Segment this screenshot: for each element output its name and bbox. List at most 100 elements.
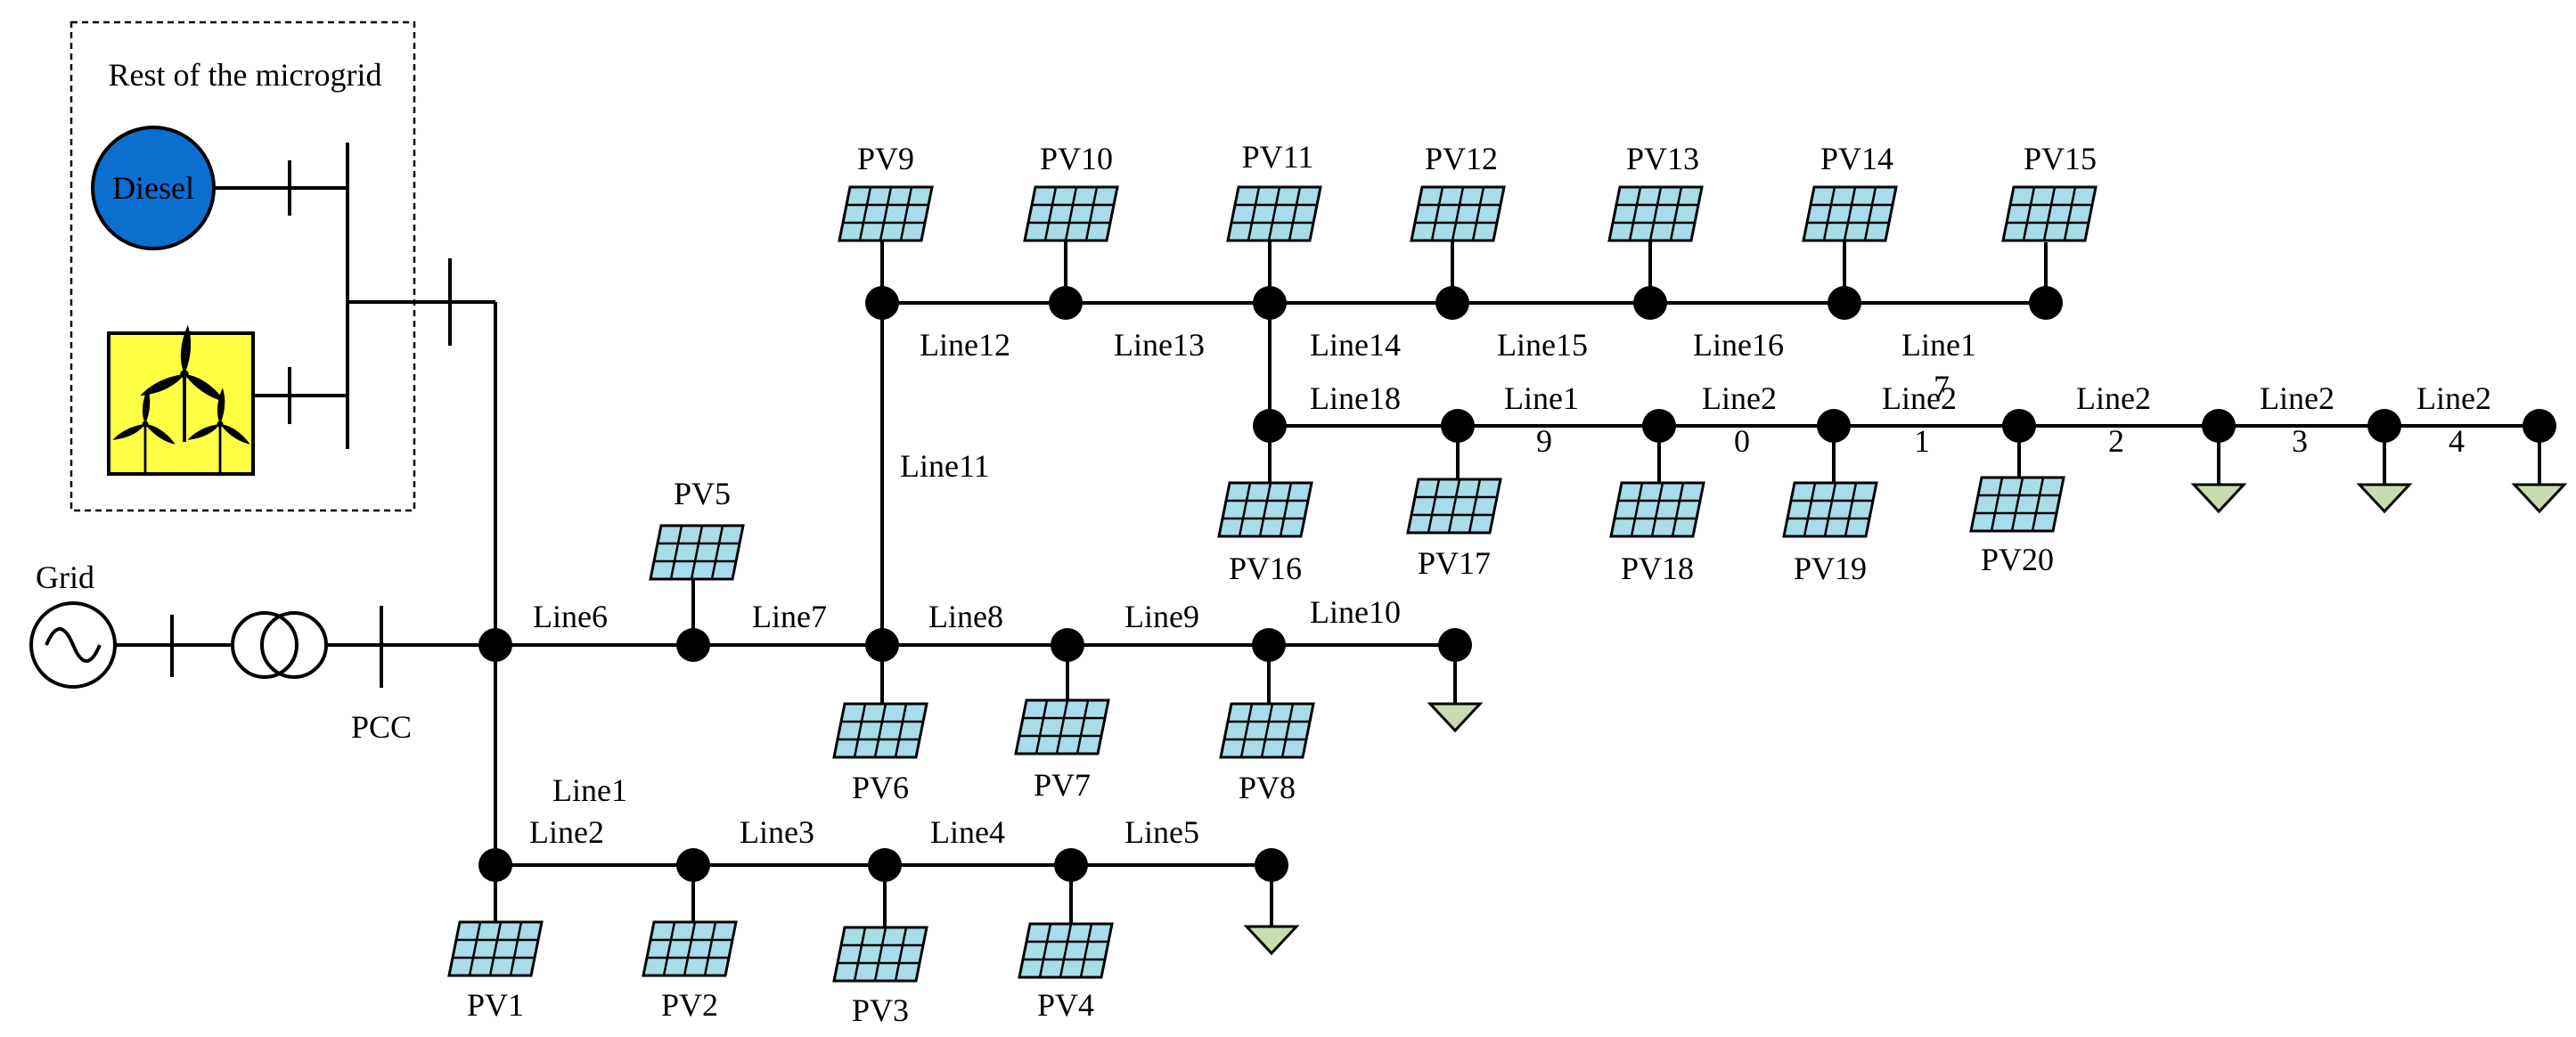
pv-unit-18: PV18 <box>1609 426 1705 586</box>
bus-node <box>1642 409 1676 443</box>
pv-panel-icon <box>1969 476 2065 533</box>
pv-unit-11: PV11 <box>1226 139 1322 303</box>
bus-node <box>1828 286 1861 320</box>
pv-label-5: PV5 <box>674 476 731 511</box>
pv-panel-icon <box>1023 185 1119 242</box>
pv-unit-19: PV19 <box>1782 426 1878 586</box>
bus-node <box>2029 286 2063 320</box>
line-label-18: Line18 <box>1310 380 1401 416</box>
pv-unit-12: PV12 <box>1410 141 1506 303</box>
load-icon <box>2513 483 2566 513</box>
line-label-12: Line12 <box>920 327 1010 363</box>
pv-label-20: PV20 <box>1981 542 2054 577</box>
pv-label-17: PV17 <box>1418 545 1491 581</box>
pv-unit-1: PV1 <box>447 865 544 1023</box>
pv-panel-icon <box>447 920 544 977</box>
bus-node <box>1435 286 1469 320</box>
pv-label-8: PV8 <box>1239 770 1296 805</box>
pv-panel-icon <box>1219 702 1315 759</box>
pv-unit-2: PV2 <box>642 865 738 1023</box>
grid-source: Grid <box>29 559 117 689</box>
line-label-16: Line16 <box>1693 327 1784 363</box>
pcc-label: PCC <box>351 709 412 745</box>
pv-panel-icon <box>642 920 738 977</box>
line-label-19-bot: 9 <box>1536 423 1552 459</box>
wind-generator <box>107 325 348 476</box>
pv-unit-5: PV5 <box>649 476 745 645</box>
pv-label-4: PV4 <box>1037 987 1094 1023</box>
pv-panel-icon <box>1782 481 1878 538</box>
pv-panel-icon <box>2001 185 2098 242</box>
bus-node <box>478 848 512 882</box>
pv-units: PV1 PV2 PV3 PV4 PV5 PV6 <box>447 139 2098 1028</box>
grid-label: Grid <box>36 559 94 595</box>
microgrid-box: Rest of the microgrid <box>70 20 416 512</box>
diesel-label: Diesel <box>112 170 194 206</box>
bus-node <box>1049 286 1083 320</box>
line-label-17-bot: 7 <box>1934 369 1950 404</box>
bus-node <box>2002 409 2036 443</box>
line-label-21-top: Line2 <box>1882 380 1957 416</box>
line-label-21-bot: 1 <box>1914 423 1930 459</box>
line-label-22-top: Line2 <box>2076 380 2151 416</box>
pv-label-16: PV16 <box>1229 551 1302 586</box>
line-label-24-top: Line2 <box>2417 380 2491 416</box>
pv-label-1: PV1 <box>467 987 524 1023</box>
microgrid-box-title: Rest of the microgrid <box>109 57 382 93</box>
line-label-20-top: Line2 <box>1702 380 1777 416</box>
pv-panel-icon <box>1607 185 1704 242</box>
bus-node <box>1438 628 1472 662</box>
bus-node <box>1817 409 1851 443</box>
pv-unit-14: PV14 <box>1802 141 1898 303</box>
pv-panel-icon <box>1018 922 1114 979</box>
pv-unit-17: PV17 <box>1406 426 1502 581</box>
pv-panel-icon <box>649 524 745 581</box>
pv-label-11: PV11 <box>1242 139 1314 175</box>
pv-panel-icon <box>1609 481 1705 538</box>
pv-panel-icon <box>1217 481 1313 538</box>
diesel-generator: Diesel <box>91 126 348 250</box>
bus-node <box>676 848 710 882</box>
bus-node <box>2523 409 2556 443</box>
bus-node <box>676 628 710 662</box>
line-label-9: Line9 <box>1124 599 1199 634</box>
line-label-10: Line10 <box>1310 594 1401 630</box>
bus-node <box>865 628 899 662</box>
pv-panel-icon <box>838 185 934 242</box>
pv-label-3: PV3 <box>852 992 909 1028</box>
pv-label-9: PV9 <box>857 141 914 176</box>
pv-unit-8: PV8 <box>1219 645 1315 805</box>
line-label-2: Line2 <box>529 814 604 850</box>
line-label-23-top: Line2 <box>2260 380 2335 416</box>
line-labels: Line1 Line2 Line3 Line4 Line5 Line6 Line… <box>529 327 2491 850</box>
line-label-20-bot: 0 <box>1734 423 1750 459</box>
line-label-15: Line15 <box>1497 327 1588 363</box>
pv-unit-6: PV6 <box>832 645 928 805</box>
pv-label-7: PV7 <box>1034 767 1091 803</box>
bus-node <box>2367 409 2401 443</box>
pv-unit-10: PV10 <box>1023 141 1119 303</box>
bus-node <box>2202 409 2236 443</box>
line-label-22-bot: 2 <box>2108 423 2124 459</box>
bus-node <box>1633 286 1667 320</box>
pv-unit-4: PV4 <box>1018 865 1114 1023</box>
line-label-23-bot: 3 <box>2292 423 2308 459</box>
line-label-5: Line5 <box>1124 814 1199 850</box>
line-label-24-bot: 4 <box>2449 423 2465 459</box>
pv-panel-icon <box>1406 478 1502 535</box>
pv-unit-3: PV3 <box>832 865 928 1028</box>
pv-panel-icon <box>1014 698 1110 755</box>
pv-panel-icon <box>1226 185 1322 242</box>
bus-node <box>1252 628 1286 662</box>
load-icon <box>1245 925 1298 955</box>
pv-unit-9: PV9 <box>838 141 934 303</box>
line-label-3: Line3 <box>740 814 814 850</box>
line-label-17-top: Line1 <box>1901 327 1976 363</box>
bus-node <box>1253 409 1287 443</box>
pv-panel-icon <box>832 702 928 759</box>
load-icon <box>2358 483 2411 513</box>
load-icon <box>1428 702 1482 732</box>
pv-panel-icon <box>1802 185 1898 242</box>
pv-unit-13: PV13 <box>1607 141 1704 303</box>
